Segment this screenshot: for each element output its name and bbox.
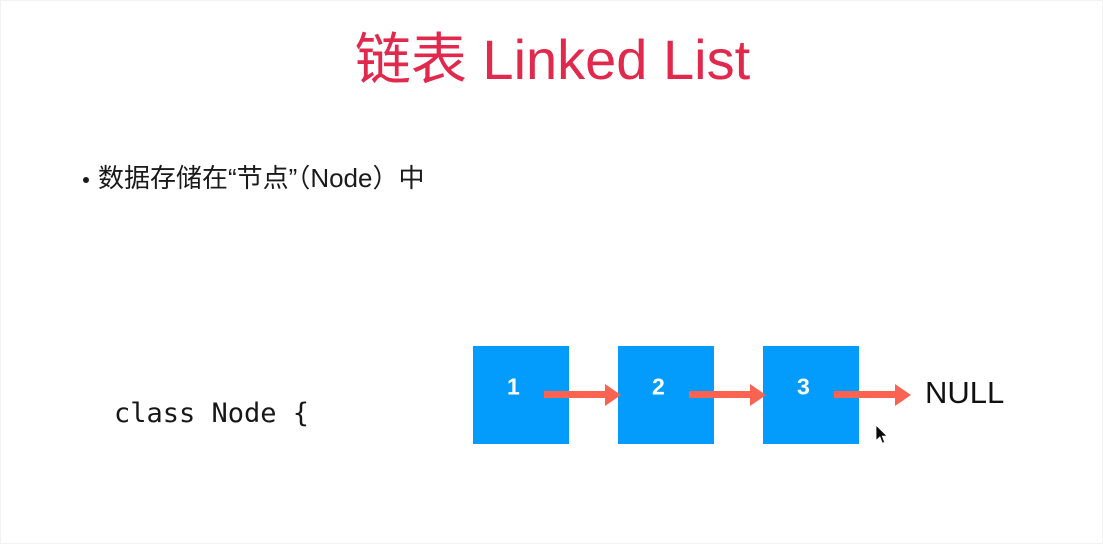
code-line-1: class Node { — [114, 398, 310, 429]
node-value-label: 3 — [797, 373, 810, 400]
linked-list-diagram: 1 2 3 NULL — [466, 336, 1086, 461]
code-line-2: E e; — [114, 536, 342, 543]
bullet-list-item: 数据存储在“节点”（Node）中 — [83, 161, 424, 195]
next-pointer-arrow-icon — [689, 391, 751, 398]
code-snippet: class Node { E e; Node next; } — [114, 291, 342, 543]
next-pointer-arrow-icon — [834, 391, 896, 398]
page-title: 链表 Linked List — [354, 28, 751, 91]
null-terminator-label: NULL — [925, 375, 1005, 410]
node-value-label: 1 — [507, 373, 520, 400]
node-value-label: 2 — [652, 373, 665, 400]
bullet-marker-icon — [83, 177, 89, 183]
bullet-item-label: 数据存储在“节点”（Node）中 — [98, 163, 425, 193]
next-pointer-arrow-icon — [544, 391, 606, 398]
